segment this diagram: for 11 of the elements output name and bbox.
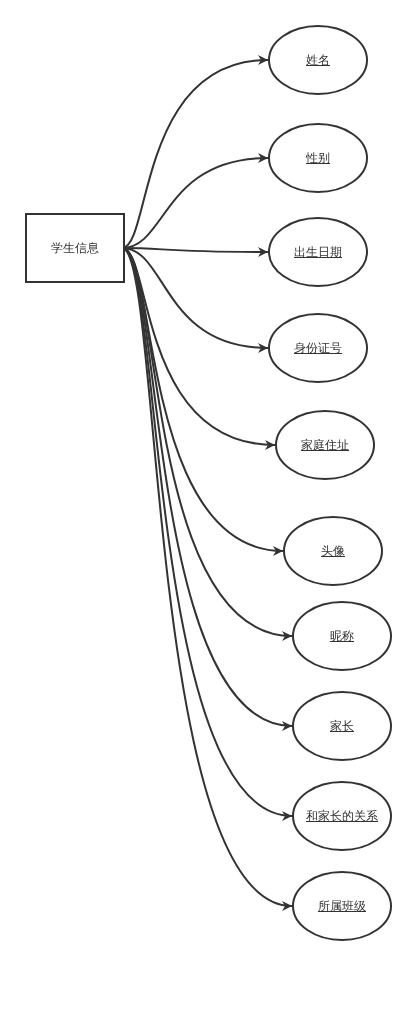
entity-box: 学生信息	[25, 213, 125, 283]
attribute-ellipse: 所属班级	[292, 871, 392, 941]
attribute-ellipse: 和家长的关系	[292, 781, 392, 851]
attribute-ellipse: 家庭住址	[275, 410, 375, 480]
attribute-ellipse: 出生日期	[268, 217, 368, 287]
attribute-ellipse: 家长	[292, 691, 392, 761]
attribute-ellipse: 性别	[268, 123, 368, 193]
attribute-ellipse: 身份证号	[268, 313, 368, 383]
attribute-ellipse: 头像	[283, 516, 383, 586]
attribute-ellipse: 昵称	[292, 601, 392, 671]
attribute-ellipse: 姓名	[268, 25, 368, 95]
